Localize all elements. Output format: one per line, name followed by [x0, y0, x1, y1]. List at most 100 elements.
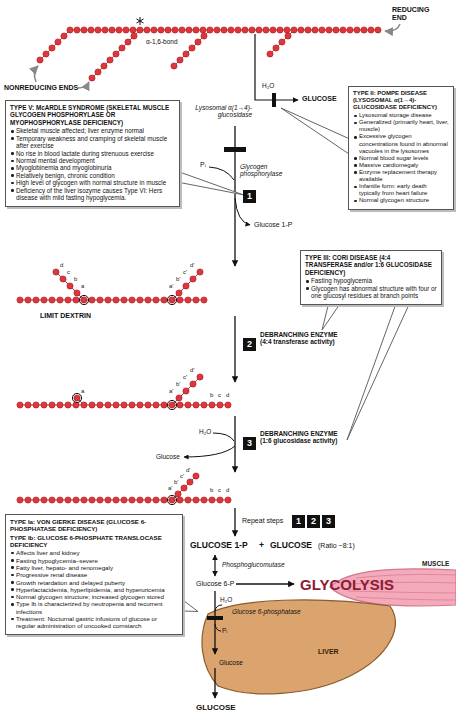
bullet-dot [11, 152, 14, 155]
glucose-residue [185, 297, 191, 303]
glycosidic-bond [40, 30, 70, 60]
callout-pointer [181, 601, 198, 611]
glucose-residue [145, 497, 151, 503]
glucose-residue [49, 45, 55, 51]
bullet-dot [11, 596, 14, 599]
glucose-residue [33, 297, 39, 303]
bullet-dot [11, 581, 14, 584]
step-number-text: 2 [307, 515, 320, 528]
glucose-residue [25, 297, 31, 303]
glucose-residue [161, 402, 167, 408]
glucose-residue [151, 27, 157, 33]
bullet-text: Type Ib is characterized by neutropenia … [16, 600, 163, 614]
water-curve [215, 605, 222, 611]
glucose-residue [193, 27, 199, 33]
bullet-text: Normal blood sugar levels [359, 155, 428, 161]
disease-title: TYPE Ia: VON GIERKE DISEASE (GLUCOSE 6-P… [10, 518, 178, 533]
glucose-residue [161, 497, 167, 503]
glucose-residue [131, 33, 137, 39]
glucose-residue [119, 45, 125, 51]
bullet-text: Lysosomal storage disease [359, 112, 431, 118]
glucose-residue [197, 269, 203, 275]
bullet-row: Glycogen has abnormal structure with fou… [305, 285, 437, 300]
glucose-residue [43, 51, 49, 57]
glucose-residue [177, 497, 183, 503]
glucose-residue [183, 51, 189, 57]
pathway-label: α-1,6-bond [146, 38, 178, 45]
glucose-residue [305, 27, 311, 33]
glucose-residue [200, 27, 206, 33]
bullet-text: Generalized (primarily heart, liver, mus… [359, 119, 449, 132]
bullet-row: Growth retardation and delayed puberty [10, 579, 178, 586]
step-number: 1 [243, 190, 256, 203]
glucose-residue [17, 402, 23, 408]
branch-point-ring [79, 295, 88, 304]
bullet-text: High level of glycogen with normal struc… [16, 179, 166, 186]
branch-point-ring [72, 393, 81, 402]
asterisk [137, 17, 144, 25]
glucose-residue [284, 27, 290, 33]
glucose-residue [121, 402, 127, 408]
residue-letter: c [218, 487, 221, 494]
glucose-residue [193, 402, 199, 408]
bullet-text: Glycogen has abnormal structure with fou… [311, 285, 437, 299]
disease-callout-box: TYPE V: McARDLE SYNDROME (SKELETAL MUSCL… [5, 100, 180, 207]
glucose-residue [121, 297, 127, 303]
glucose-residue [55, 39, 61, 45]
glucose-residue [267, 51, 273, 57]
pathway-name: GLYCOLYSIS [300, 577, 394, 594]
glucose-residue [177, 297, 183, 303]
glucose-residue [137, 402, 143, 408]
glucose-residue [97, 402, 103, 408]
glucose-residue [101, 63, 107, 69]
glucose-residue [175, 491, 181, 497]
bullet-row: Fasting hypoglycemia [305, 277, 437, 284]
bullet-dot [354, 200, 357, 203]
glucose-residue [125, 39, 131, 45]
glucose-residue [158, 27, 164, 33]
glucose-residue [81, 27, 87, 33]
glucose-residue [67, 27, 73, 33]
bullet-row: Enzyme replacement therapy available [353, 169, 449, 183]
bullet-text: Excessive glycogen concentrations found … [359, 133, 448, 153]
disease-title: TYPE Ib: GLUCOSE 6-PHOSPHATE TRANSLOCASE… [10, 534, 178, 549]
glucose-residue [113, 297, 119, 303]
glucose-residue [207, 27, 213, 33]
bullet-dot [11, 174, 14, 177]
block-bar [272, 93, 276, 107]
glucose-residue [88, 27, 94, 33]
glucose-residue [368, 27, 374, 33]
glucose-residue [185, 497, 191, 503]
glucose-residue [298, 27, 304, 33]
bullet-dot [11, 130, 14, 133]
organ-name: LIVER [318, 648, 339, 656]
pathway-label: + [259, 541, 264, 551]
callout-pointer [179, 173, 243, 195]
bullet-text: No rise in blood lactate during strenuou… [16, 150, 154, 157]
water-curve [213, 433, 234, 441]
glucose-residue [97, 497, 103, 503]
bullet-row: Myoglobinemia and myoglobinuria [10, 164, 175, 171]
glucose-residue [129, 402, 135, 408]
glucose-residue [121, 497, 127, 503]
glucose-residue [217, 497, 223, 503]
bullet-dot [354, 122, 357, 125]
glucose-residue [57, 497, 63, 503]
disease-title: TYPE II: POMPE DISEASE (LYSOSOMAL α(1→4)… [353, 90, 449, 111]
pathway-arrow [214, 591, 215, 654]
residue-letter: c' [183, 269, 187, 276]
glucose-residue [183, 283, 189, 289]
glucose-residue [193, 473, 199, 479]
glucose-residue [153, 402, 159, 408]
glucose-residue [123, 27, 129, 33]
glucose-residue [354, 27, 360, 33]
bullet-row: Excessive glycogen concentrations found … [353, 133, 449, 154]
glucose-residue [235, 27, 241, 33]
bullet-row: Relatively benign, chronic condition [10, 172, 175, 179]
glucose-residue [129, 297, 135, 303]
glucose-residue [74, 395, 80, 401]
bullet-text: Infantile form: early death typically fr… [359, 183, 427, 196]
pathway-label: Glucose 1-P [254, 221, 293, 229]
glucose-residue [197, 374, 203, 380]
glucose-residue [65, 402, 71, 408]
